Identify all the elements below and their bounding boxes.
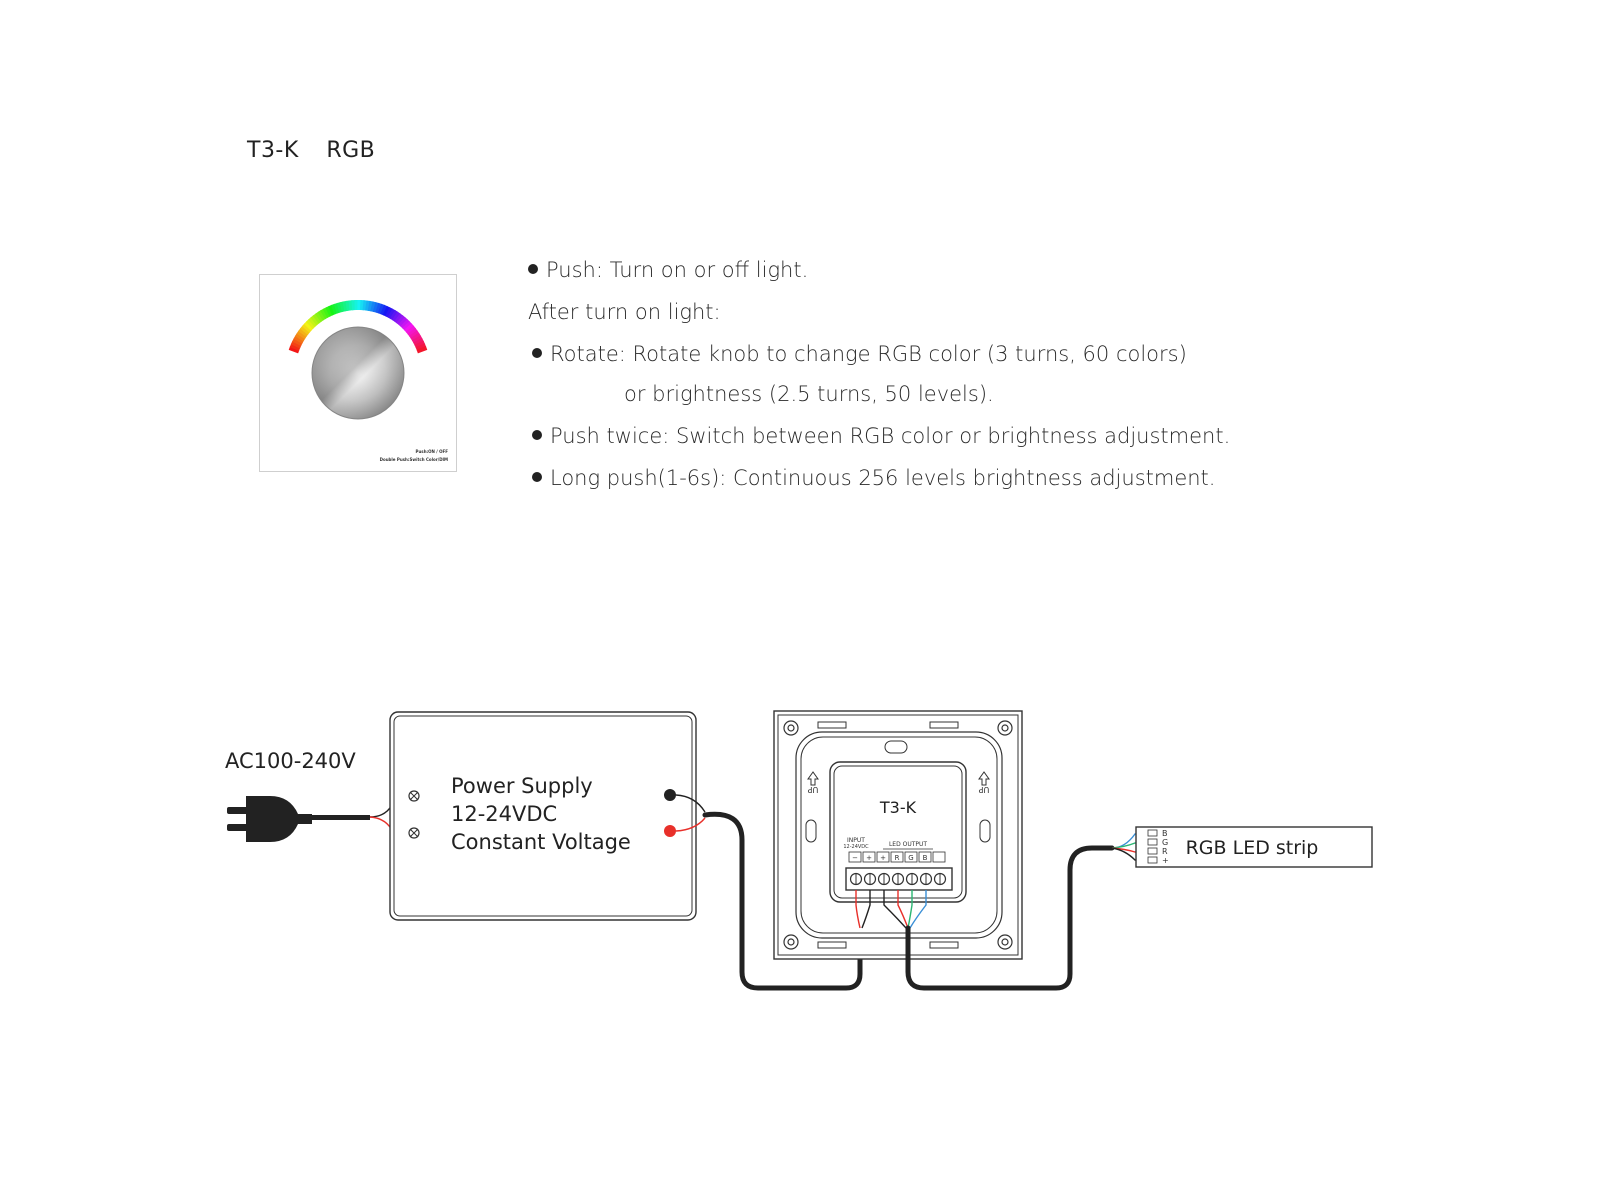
rotary-knob-icon bbox=[288, 299, 428, 420]
cable-controller-to-strip bbox=[905, 845, 1115, 991]
ac-label: AC100-240V bbox=[225, 749, 356, 773]
instruction-line-1: Push: Turn on or off light. bbox=[528, 258, 808, 282]
psu-output-negative bbox=[664, 789, 676, 801]
strip-pin-pad bbox=[1147, 856, 1158, 864]
svg-text:UP: UP bbox=[807, 785, 818, 794]
model-name: T3-K bbox=[247, 138, 299, 163]
instruction-line-4: or brightness (2.5 turns, 50 levels). bbox=[624, 382, 994, 406]
product-image: Push:ON / OFF Double Push:Switch Color/D… bbox=[259, 274, 457, 472]
terminal-label: + bbox=[866, 854, 872, 862]
terminal-label: B bbox=[923, 854, 928, 862]
t3k-controller: UP UP T3-K INPUT 12-24VDC LED OUTPUT −++… bbox=[773, 710, 1023, 960]
instruction-line-5: Push twice: Switch between RGB color or … bbox=[532, 424, 1230, 448]
terminal-label: + bbox=[880, 854, 886, 862]
terminal-label-box bbox=[932, 851, 946, 863]
led-output-label: LED OUTPUT bbox=[889, 841, 927, 848]
psu-label-2: 12-24VDC bbox=[451, 802, 557, 826]
instruction-line-3: Rotate: Rotate knob to change RGB color … bbox=[532, 342, 1187, 366]
terminal-label-box bbox=[904, 851, 918, 863]
card-caption-2: Double Push:Switch Color/DIM bbox=[379, 457, 448, 462]
psu-label-3: Constant Voltage bbox=[451, 830, 631, 854]
model-variant: RGB bbox=[326, 138, 376, 163]
controller-name: T3-K bbox=[879, 798, 917, 817]
rgb-color-arc-icon bbox=[288, 299, 428, 354]
rgb-led-strip: BGR+ RGB LED strip bbox=[1135, 826, 1373, 868]
bullet-icon bbox=[528, 264, 538, 274]
strip-pin-label: R bbox=[1162, 847, 1168, 856]
strip-pin-label: G bbox=[1162, 838, 1168, 847]
terminal-label-box bbox=[862, 851, 876, 863]
strip-pin-pad bbox=[1147, 838, 1158, 846]
terminal-label: G bbox=[908, 854, 913, 862]
led-strip-label: RGB LED strip bbox=[1186, 837, 1319, 859]
cable-psu-to-controller bbox=[702, 811, 863, 991]
page-title: T3-K RGB bbox=[247, 138, 375, 163]
terminal-label-box bbox=[848, 851, 862, 863]
bullet-icon bbox=[532, 430, 542, 440]
svg-text:UP: UP bbox=[978, 785, 989, 794]
strip-pin-pad bbox=[1147, 847, 1158, 855]
terminal-label-box bbox=[876, 851, 890, 863]
input-voltage: 12-24VDC bbox=[843, 844, 869, 850]
bullet-icon bbox=[532, 348, 542, 358]
terminal-label-box bbox=[890, 851, 904, 863]
power-supply: Power Supply 12-24VDC Constant Voltage bbox=[389, 711, 697, 921]
strip-pin-pad bbox=[1147, 829, 1158, 837]
strip-pin-label: + bbox=[1162, 856, 1169, 865]
input-label: INPUT bbox=[847, 837, 865, 844]
ac-plug-icon bbox=[227, 796, 370, 842]
terminal-label: R bbox=[895, 854, 900, 862]
up-arrow-icon bbox=[978, 771, 990, 786]
psu-label-1: Power Supply bbox=[451, 774, 593, 798]
psu-output-positive bbox=[664, 825, 676, 837]
instruction-line-2: After turn on light: bbox=[528, 300, 721, 324]
instruction-line-6: Long push(1-6s): Continuous 256 levels b… bbox=[532, 466, 1215, 490]
card-caption-1: Push:ON / OFF bbox=[415, 449, 448, 454]
strip-pin-label: B bbox=[1162, 829, 1168, 838]
bullet-icon bbox=[532, 472, 542, 482]
terminal-label: − bbox=[852, 854, 858, 862]
up-arrow-icon bbox=[807, 771, 819, 786]
terminal-label-box bbox=[918, 851, 932, 863]
